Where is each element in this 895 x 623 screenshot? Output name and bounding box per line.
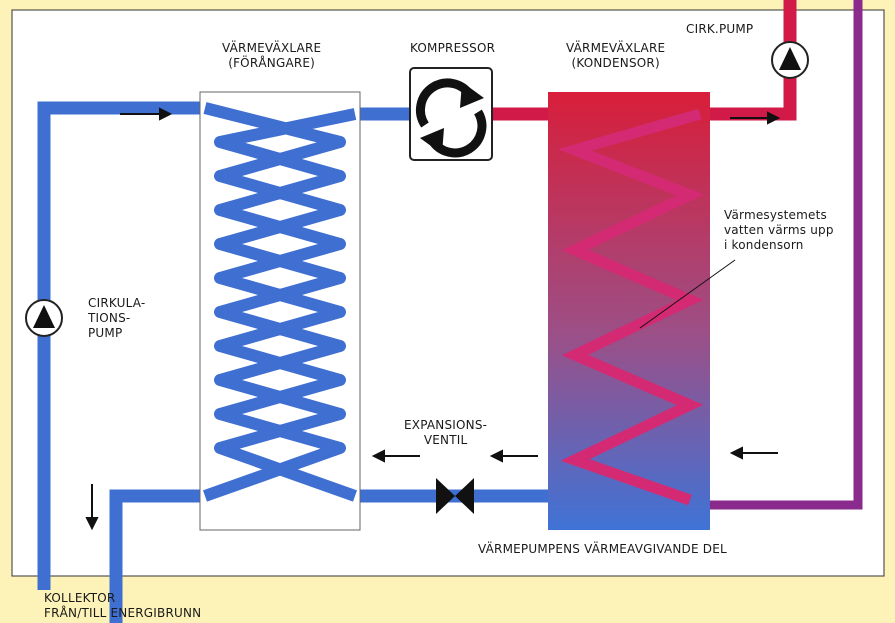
circulation-pump-label: CIRKULA- TIONS- PUMP (88, 296, 146, 340)
compressor-label: KOMPRESSOR (410, 41, 496, 55)
condenser-annotation: Värmesystemets vatten värms upp i konden… (724, 208, 834, 252)
flow-arrow-down-collector (85, 484, 99, 531)
circ-pump-top-icon (771, 41, 809, 79)
condenser-label: VÄRMEVÄXLARE (KONDENSOR) (566, 41, 666, 70)
evaporator-label: VÄRMEVÄXLARE (FÖRÅNGARE) (222, 41, 322, 70)
flow-arrow-left-evaporator (371, 449, 420, 463)
collector-pipe-right (109, 489, 200, 623)
evaporator-coil-b (202, 108, 357, 502)
hot-pipe-to-pump (700, 0, 797, 121)
flow-arrow-right-top-right (730, 111, 781, 125)
expansion-valve-icon (436, 478, 474, 514)
purple-return-pipe (688, 0, 863, 510)
annotation-leader-line (639, 259, 736, 329)
compressor-icon (409, 67, 493, 161)
flow-arrow-right-top-left (120, 107, 173, 121)
flow-arrow-left-return (729, 446, 778, 460)
flow-arrow-left-valve (489, 449, 538, 463)
circulation-pump-left-icon (25, 299, 63, 337)
expansion-valve-label: EXPANSIONS- VENTIL (404, 418, 488, 447)
collector-pipe-left (37, 101, 200, 590)
circ-pump-top-label: CIRK.PUMP (686, 22, 754, 36)
heat-output-label: VÄRMEPUMPENS VÄRMEAVGIVANDE DEL (478, 542, 727, 556)
condenser-coil (557, 108, 704, 506)
collector-label: KOLLEKTOR FRÅN/TILL ENERGIBRUNN (44, 591, 202, 620)
